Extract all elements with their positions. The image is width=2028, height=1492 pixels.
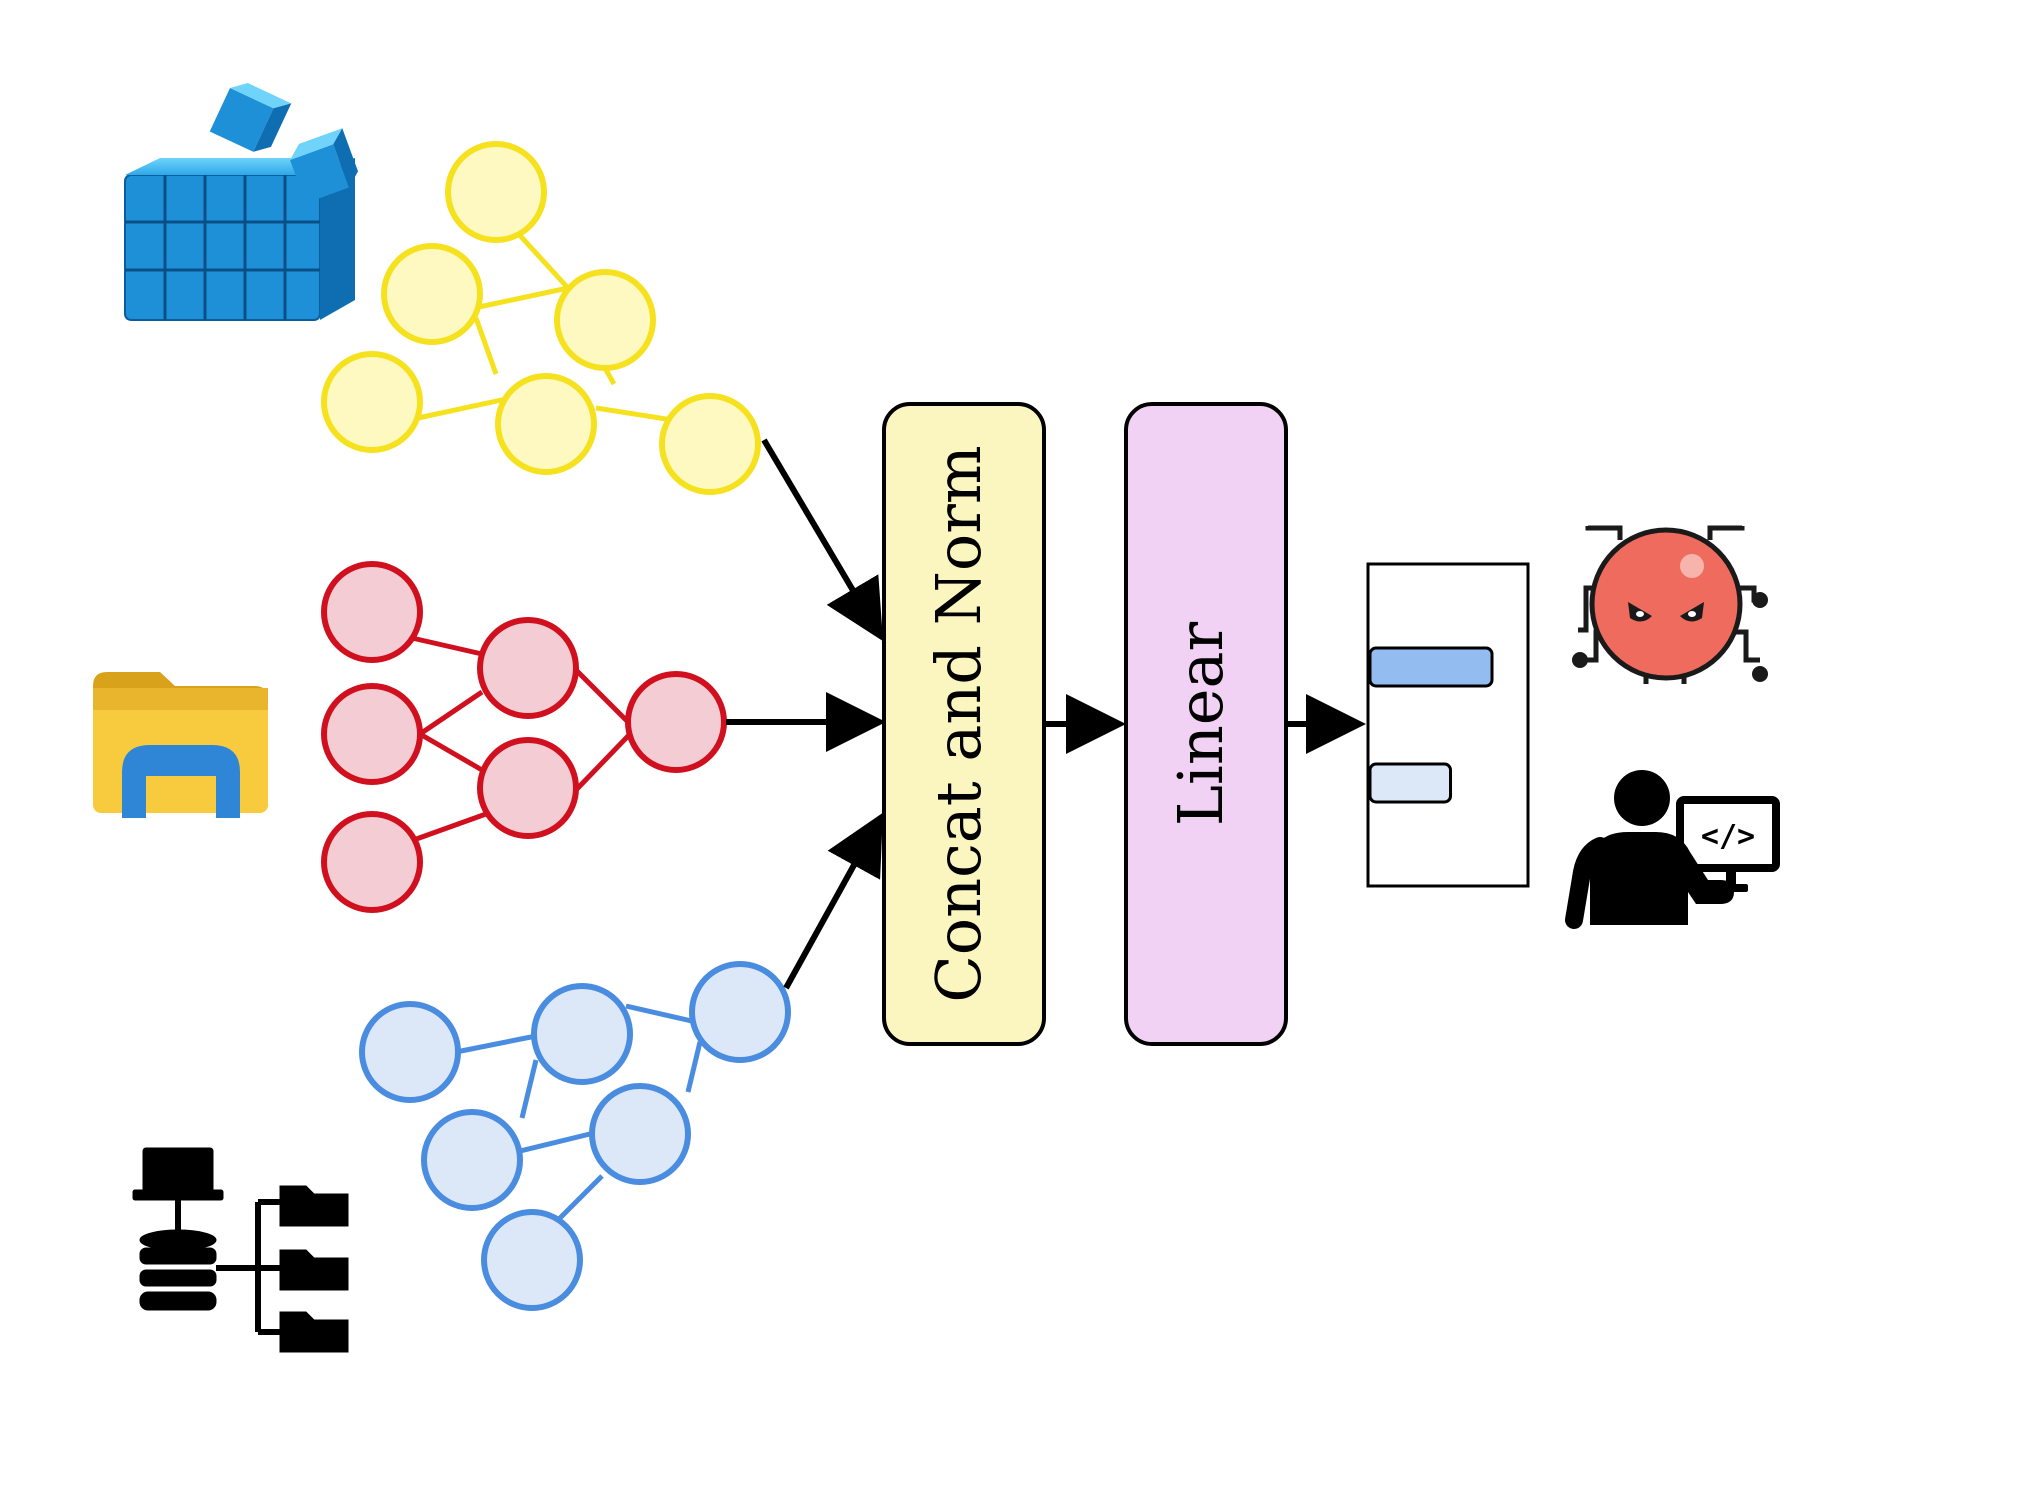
graph-node (531, 983, 633, 1085)
graph-node (321, 561, 423, 663)
arrow-blue-to-concat (783, 812, 883, 990)
graph-node (421, 1109, 523, 1211)
graph-node (477, 737, 579, 839)
yellow-graph-nodes (321, 141, 761, 495)
developer-computer-icon: </> (1565, 770, 1780, 929)
graph-node (659, 393, 761, 495)
graph-node (625, 671, 727, 773)
blue-graph (359, 961, 791, 1311)
graph-node (321, 683, 423, 785)
blue-graph-nodes (359, 961, 791, 1311)
graph-node (589, 1083, 691, 1185)
graph-node (477, 617, 579, 719)
linear-label: Linear (1164, 622, 1237, 827)
graph-node (554, 269, 656, 371)
concat-norm-block: Concat and Norm (882, 402, 1046, 1046)
registry-cubes-icon (124, 83, 359, 321)
red-graph (321, 561, 727, 913)
malware-bug-icon (1572, 525, 1768, 684)
code-glyph: </> (1701, 819, 1755, 854)
red-graph-nodes (321, 561, 727, 913)
input-arrows (726, 438, 886, 990)
yellow-graph (321, 141, 761, 495)
linear-block: Linear (1124, 402, 1288, 1046)
graph-node (445, 141, 547, 243)
graph-node (689, 961, 791, 1063)
output-bar-2 (1368, 762, 1453, 804)
graph-node (321, 811, 423, 913)
concat-norm-label: Concat and Norm (922, 445, 995, 1002)
blue-graph-edges (455, 1003, 703, 1224)
graph-node (359, 1001, 461, 1103)
output-bar-1 (1368, 646, 1494, 688)
graph-node (381, 243, 483, 345)
graph-node (321, 351, 423, 453)
database-tree-icon (132, 1147, 349, 1353)
graph-node (495, 373, 597, 475)
graph-node (481, 1209, 583, 1311)
output-probabilities (1366, 562, 1530, 888)
output-frame (1366, 562, 1530, 888)
arrow-yellow-to-concat (761, 438, 884, 642)
red-graph-edges (407, 635, 632, 845)
file-explorer-folder-icon (93, 672, 268, 818)
